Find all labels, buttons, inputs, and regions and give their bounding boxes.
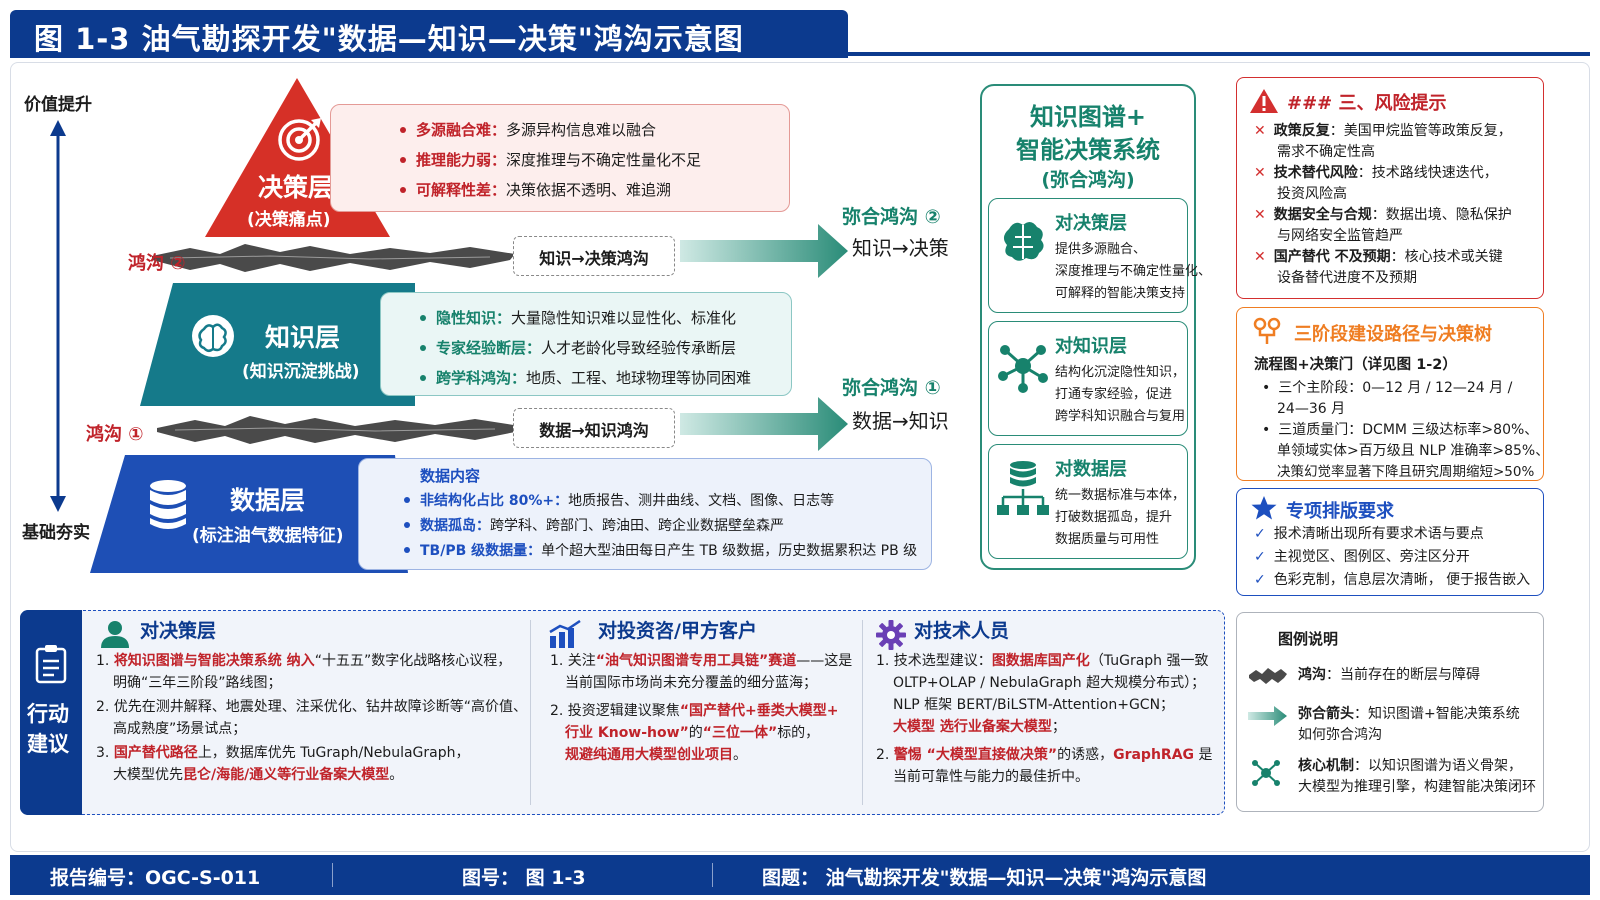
list-item: ✕技术替代风险：技术路线快速迭代， <box>1254 165 1498 181</box>
system-card-data: 对数据层 统一数据标准与本体，打破数据孤岛，提升数据质量与可用性 <box>988 444 1188 559</box>
action-side-tab: 行动 建议 <box>20 610 82 815</box>
legend-title: 图例说明 <box>1278 630 1339 648</box>
bridge2-sub: 知识→决策 <box>852 236 949 260</box>
list-item: 数据孤岛：跨学科、跨部门、跨油田、跨企业数据壁垒森严 <box>404 514 917 539</box>
layout-requirements-panel <box>1236 488 1544 596</box>
action-col-decision: 对决策层 1. 将知识图谱与智能决策系统 纳入“十五五”数字化战略核心议程， 明… <box>96 620 528 783</box>
star-icon <box>1251 496 1277 520</box>
legend-item-mechanism: 核心机制：以知识图谱为语义骨架， 大模型为推理引擎，构建智能决策闭环 <box>1298 758 1536 795</box>
legend-panel <box>1236 612 1544 812</box>
database-icon <box>150 480 186 529</box>
system-title-1: 知识图谱+ <box>1029 103 1147 131</box>
list-item: 非结构化占比 80%+：地质报告、测井曲线、文档、图像、日志等 <box>404 489 917 514</box>
action-col-investor: 对投资咨/甲方客户 1. 关注“油气知识图谱专用工具链”赛道——这是 当前国际市… <box>550 620 853 763</box>
roadmap-title: 三阶段建设路径与决策树 <box>1294 324 1492 345</box>
clipboard-icon <box>35 645 67 684</box>
crack-legend-icon <box>1249 668 1287 684</box>
system-sub: (弥合鸿沟) <box>1041 169 1135 191</box>
list-item: ✕政策反复：美国甲烷监管等政策反复， <box>1254 123 1512 139</box>
network-icon <box>998 345 1048 393</box>
requirements-title: 专项排版要求 <box>1286 501 1394 522</box>
gap1-box: 数据→知识鸿沟 <box>513 408 675 448</box>
database-tree-icon <box>997 461 1049 515</box>
list-item: •三道质量门：DCMM 三级达标率>80%、 <box>1262 422 1539 438</box>
bridge1-title: 弥合鸿沟 ① <box>842 377 941 399</box>
list-item: 推理能力弱：深度推理与不确定性量化不足 <box>400 145 701 175</box>
risk-title: ### 三、风险提示 <box>1287 93 1447 114</box>
bridge1-sub: 数据→知识 <box>852 409 949 433</box>
target-icon <box>278 118 321 161</box>
system-card-decision: 对决策层 提供多源融合、深度推理与不确定性量化、可解释的智能决策支持 <box>988 198 1211 313</box>
gap2-box: 知识→决策鸿沟 <box>513 236 675 276</box>
list-item: ✓报术清晰出现所有要求术语与要点 <box>1254 526 1484 542</box>
axis-top-label: 价值提升 <box>24 95 92 115</box>
knowledge-layer-shape <box>140 283 415 406</box>
decision-layer-name: 决策层 <box>258 173 334 202</box>
risk-list: ✕政策反复：美国甲烷监管等政策反复， 需求不确定性高 ✕技术替代风险：技术路线快… <box>1254 121 1539 289</box>
data-layer-sub: (标注油气数据特征) <box>192 526 344 546</box>
decision-issues-box <box>330 104 790 212</box>
gap2-crack <box>152 244 515 272</box>
list-item: 隐性知识：大量隐性知识难以显性化、标准化 <box>420 303 751 333</box>
knowledge-issues-list: 隐性知识：大量隐性知识难以显性化、标准化 专家经验断层：人才老龄化导致经验传承断… <box>420 303 751 393</box>
list-item: 跨学科鸿沟：地质、工程、地球物理等协同困难 <box>420 363 751 393</box>
footer-figure-number: 图号： 图 1-3 <box>462 867 586 889</box>
list-item: TB/PB 级数据量：单个超大型油田每日产生 TB 级数据，历史数据累积达 PB… <box>404 539 917 564</box>
legend-item-arrow: 弥合箭头：知识图谱+智能决策系统 如何弥合鸿沟 <box>1298 706 1520 743</box>
system-card-knowledge: 对知识层 结构化沉淀隐性知识，打通专家经验，促进跨学科知识融合与复用 <box>988 321 1188 436</box>
gap1-label: 鸿沟 ① <box>86 424 144 445</box>
legend-item-gap: 鸿沟：当前存在的断层与障碍 <box>1298 667 1480 683</box>
data-issues-list: 非结构化占比 80%+：地质报告、测井曲线、文档、图像、日志等 数据孤岛：跨学科… <box>404 489 917 564</box>
decision-tree-icon <box>1253 317 1281 344</box>
data-issues-box <box>358 458 932 570</box>
system-title-2: 智能决策系统 <box>1016 136 1160 164</box>
requirements-list: ✓报术清晰出现所有要求术语与要点 ✓主视觉区、图例区、旁注区分开 ✓色彩克制，信… <box>1254 523 1530 592</box>
action-col-tech: 对技术人员 1. 技术选型建议：图数据库国产化（TuGraph 强一致 OLTP… <box>876 620 1213 785</box>
bridge-arrow-2 <box>680 224 848 278</box>
bridge-arrow-1 <box>680 397 848 451</box>
list-item: 可解释性差：决策依据不透明、难追溯 <box>400 175 701 205</box>
knowledge-layer-name: 知识层 <box>265 323 341 352</box>
risk-panel <box>1236 77 1544 299</box>
figure-title: 图 1-3 油气勘探开发"数据—知识—决策"鸿沟示意图 <box>10 10 848 58</box>
gap2-label: 鸿沟 ② <box>128 253 186 274</box>
data-layer-name: 数据层 <box>230 486 306 515</box>
person-icon <box>101 621 129 648</box>
chart-growth-icon <box>549 620 581 648</box>
brain-icon <box>1003 221 1044 261</box>
gear-icon <box>876 620 906 650</box>
arrow-legend-icon <box>1248 706 1287 726</box>
title-rule <box>848 52 1590 56</box>
decision-layer-sub: (决策痛点) <box>247 210 331 230</box>
list-item: ✕国产替代 不及预期：核心技术或关键 <box>1254 249 1503 265</box>
footer-bar: 报告编号：OGC-S-011 图号： 图 1-3 图题： 油气勘探开发"数据—知… <box>10 855 1590 895</box>
list-item: •三个主阶段：0—12 月 / 12—24 月 / <box>1262 380 1513 396</box>
roadmap-panel <box>1236 307 1544 481</box>
roadmap-heading: 流程图+决策门（详见图 1-2） <box>1254 357 1457 373</box>
list-item: 专家经验断层：人才老龄化导致经验传承断层 <box>420 333 751 363</box>
gap1-crack <box>157 416 520 444</box>
list-item: ✓色彩克制，信息层次清晰， 便于报告嵌入 <box>1254 572 1531 588</box>
knowledge-layer-sub: (知识沉淀挑战) <box>242 362 360 382</box>
network-legend-icon <box>1252 760 1280 786</box>
data-issues-heading: 数据内容 <box>420 467 481 485</box>
bridge2-title: 弥合鸿沟 ② <box>842 206 941 228</box>
list-item: ✕数据安全与合规：数据出境、隐私保护 <box>1254 207 1512 223</box>
axis-bottom-label: 基础夯实 <box>22 523 90 543</box>
value-axis-arrow <box>50 120 66 512</box>
list-item: ✓主视觉区、图例区、旁注区分开 <box>1254 549 1470 565</box>
decision-issues-list: 多源融合难：多源异构信息难以融合 推理能力弱：深度推理与不确定性量化不足 可解释… <box>400 115 701 205</box>
warning-icon <box>1250 89 1278 113</box>
roadmap-list: •三个主阶段：0—12 月 / 12—24 月 / 24—36 月 •三道质量门… <box>1262 380 1550 480</box>
action-panel <box>20 610 1225 815</box>
footer-figure-caption: 图题： 油气勘探开发"数据—知识—决策"鸿沟示意图 <box>762 867 1207 889</box>
list-item: 多源融合难：多源异构信息难以融合 <box>400 115 701 145</box>
brain-icon <box>192 315 234 357</box>
knowledge-issues-box <box>380 292 792 396</box>
footer-report-id: 报告编号：OGC-S-011 <box>50 867 261 889</box>
